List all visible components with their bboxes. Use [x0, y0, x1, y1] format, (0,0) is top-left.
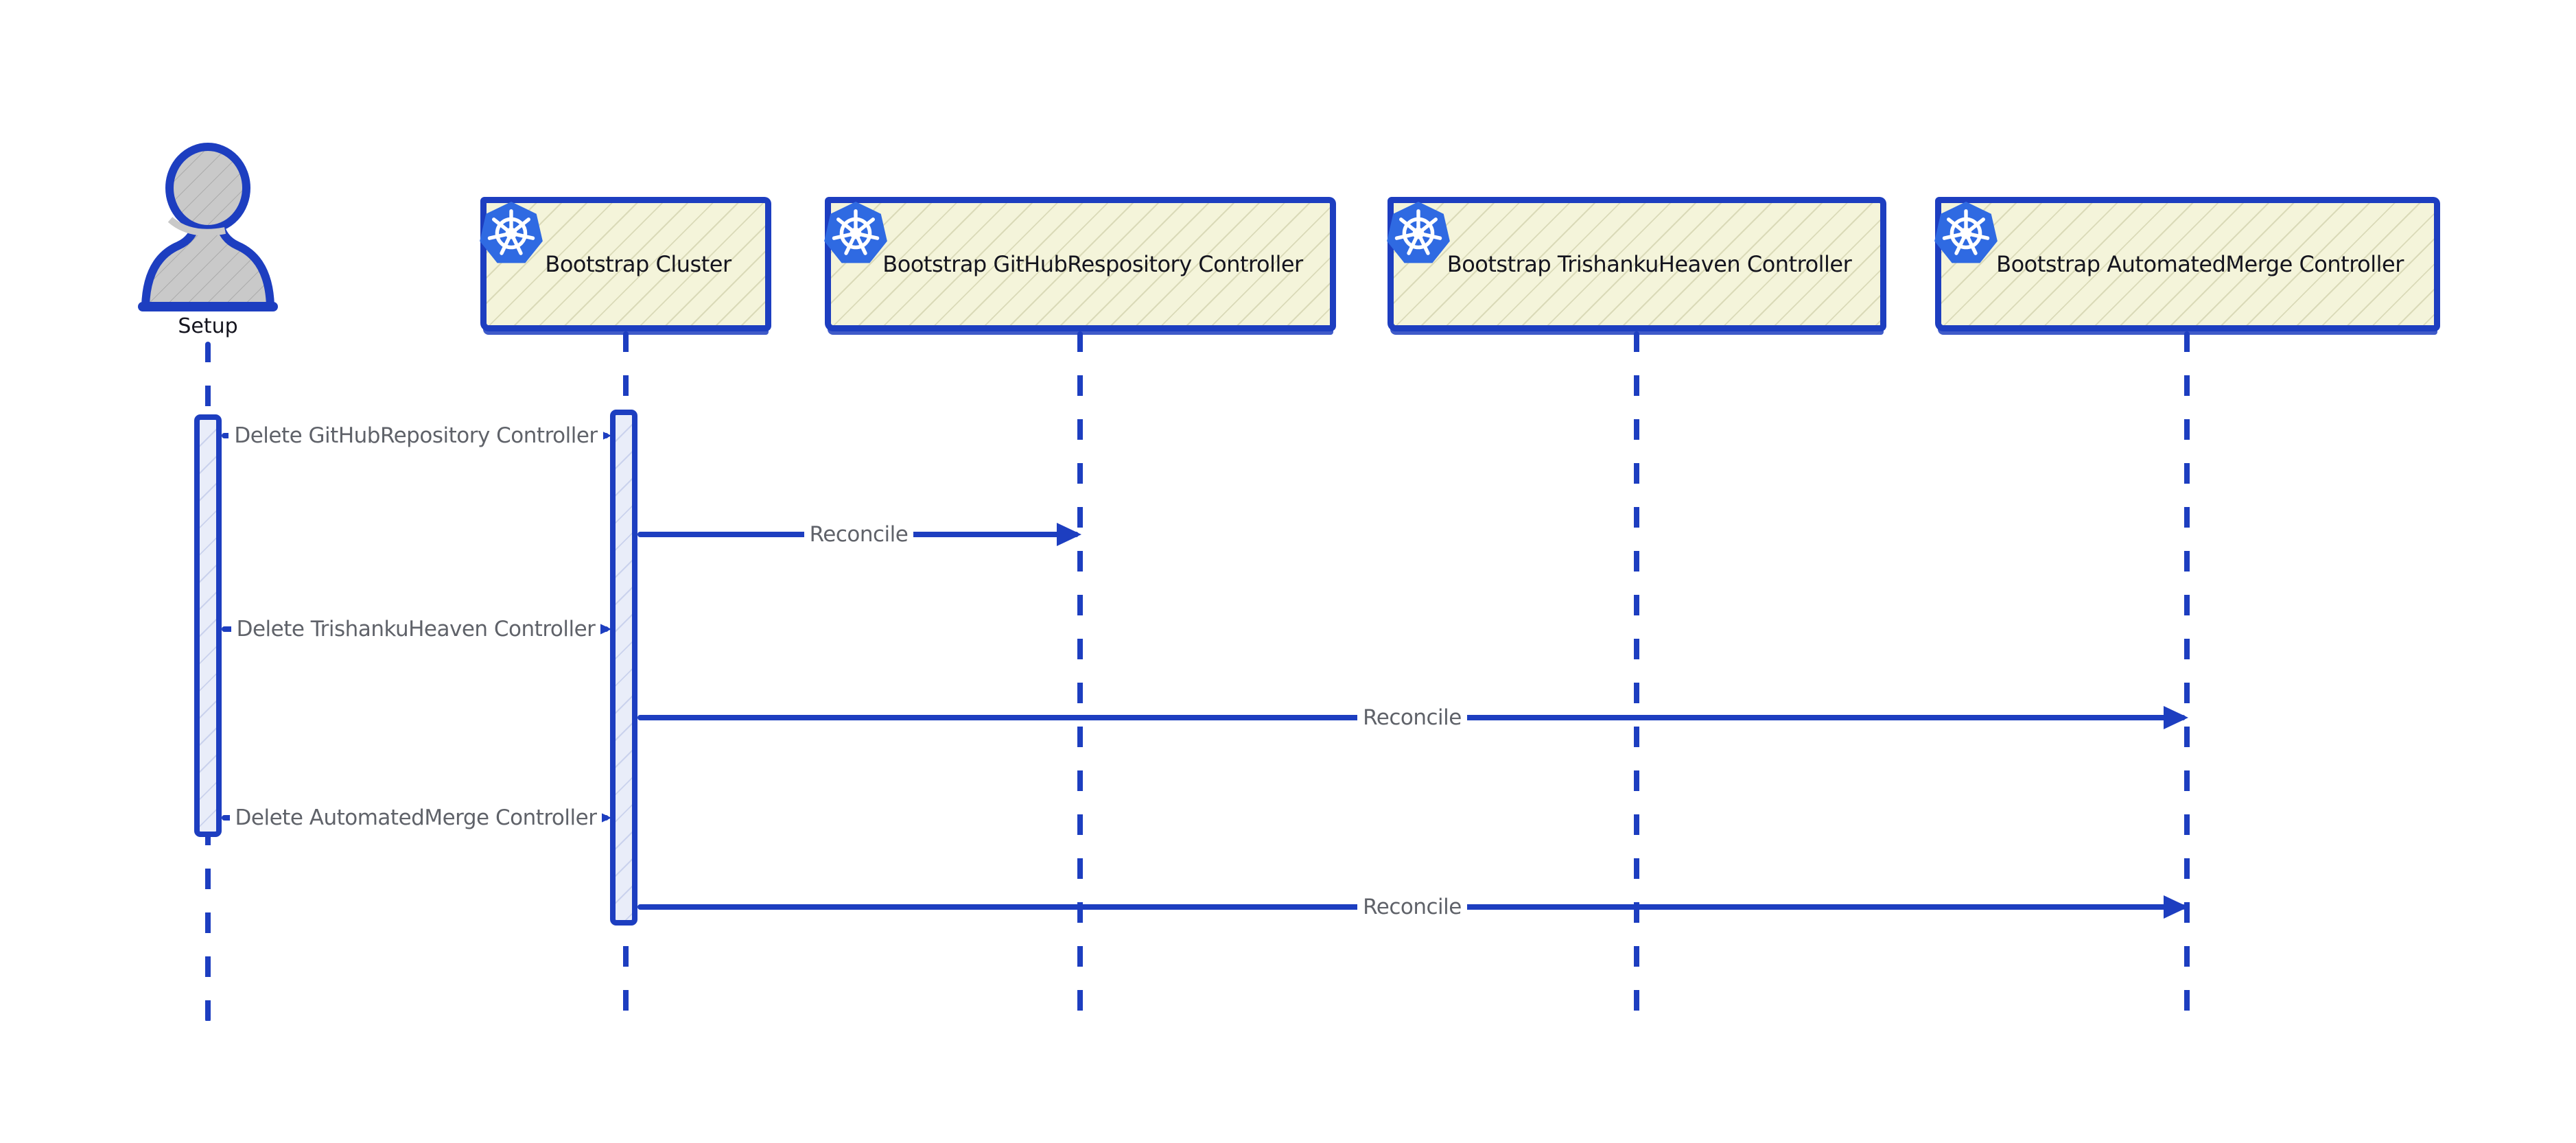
message-delete-automatedmerge-controller: Delete AutomatedMerge Controller: [222, 801, 611, 834]
message-label: Reconcile: [1357, 895, 1467, 919]
message-reconcile-2: Reconcile: [637, 701, 2188, 734]
message-delete-trishankuheaven-controller: Delete TrishankuHeaven Controller: [222, 613, 611, 646]
arrowhead-icon: [1057, 523, 1081, 546]
kubernetes-icon: [1385, 200, 1452, 268]
message-reconcile-1: Reconcile: [637, 518, 1081, 551]
activation-bar-setup: [194, 414, 222, 837]
lifeline-githubrepository-controller: [1077, 331, 1083, 1022]
participant-label: Bootstrap AutomatedMerge Controller: [1996, 251, 2404, 277]
message-label: Reconcile: [804, 522, 914, 547]
actor-label: Setup: [178, 314, 238, 338]
message-label: Delete GitHubRepository Controller: [229, 423, 603, 448]
kubernetes-icon: [1932, 200, 2000, 268]
actor-person-icon: [136, 141, 280, 314]
message-delete-githubrepository-controller: Delete GitHubRepository Controller: [222, 419, 611, 452]
participant-automatedmerge-controller: Bootstrap AutomatedMerge Controller: [1935, 197, 2440, 331]
message-label: Delete AutomatedMerge Controller: [229, 805, 602, 830]
participant-github-respository-controller: Bootstrap GitHubRespository Controller: [825, 197, 1336, 331]
lifeline-automatedmerge-controller: [2184, 331, 2190, 1022]
participant-trishankuheaven-controller: Bootstrap TrishankuHeaven Controller: [1387, 197, 1886, 331]
participant-label: Bootstrap Cluster: [545, 251, 731, 277]
participant-bootstrap-cluster: Bootstrap Cluster: [480, 197, 771, 331]
message-reconcile-3: Reconcile: [637, 891, 2188, 923]
lifeline-trishankuheaven-controller: [1634, 331, 1639, 1022]
participant-label: Bootstrap GitHubRespository Controller: [882, 251, 1303, 277]
participant-label: Bootstrap TrishankuHeaven Controller: [1447, 251, 1852, 277]
message-label: Reconcile: [1357, 705, 1467, 730]
arrowhead-icon: [2164, 895, 2188, 919]
arrowhead-icon: [2164, 706, 2188, 729]
message-label: Delete TrishankuHeaven Controller: [231, 617, 601, 641]
kubernetes-icon: [822, 200, 889, 268]
kubernetes-icon: [478, 200, 545, 268]
activation-bar-bootstrap-cluster: [610, 410, 637, 926]
